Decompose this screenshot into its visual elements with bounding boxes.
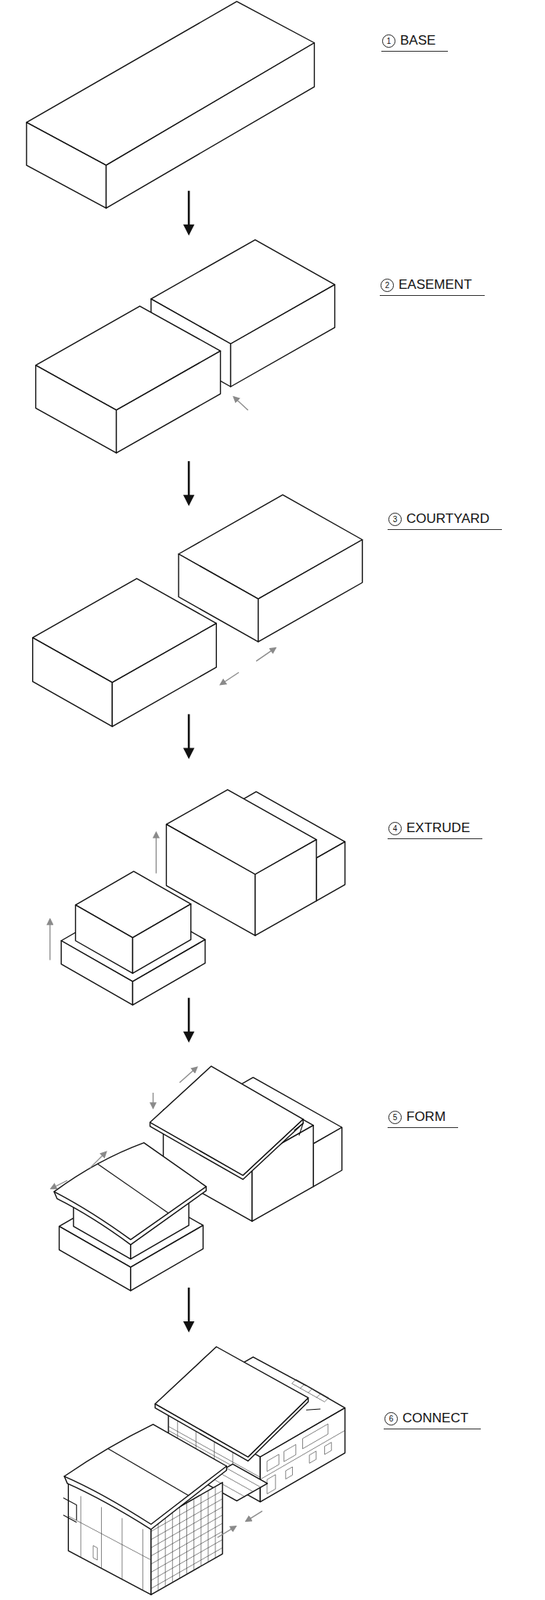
callout-number: 6 <box>384 1412 398 1426</box>
step-title: EASEMENT <box>398 276 473 294</box>
step-heading: 6 CONNECT <box>383 1410 481 1430</box>
callout-number: 2 <box>380 278 394 293</box>
step-title: BASE <box>400 32 436 50</box>
step-heading: 2 EASEMENT <box>379 276 485 296</box>
step-title: CONNECT <box>402 1410 469 1428</box>
callout-number: 5 <box>388 1111 402 1125</box>
step-title: EXTRUDE <box>406 819 470 838</box>
step-heading: 3 COURTYARD <box>387 510 502 531</box>
step-heading: 4 EXTRUDE <box>387 819 483 840</box>
step-heading: 5 FORM <box>387 1108 459 1129</box>
callout-number: 3 <box>388 512 402 527</box>
step-title: COURTYARD <box>406 510 490 528</box>
step-title: FORM <box>406 1108 446 1127</box>
step-heading: 1 BASE <box>381 32 448 52</box>
callout-number: 4 <box>388 822 402 836</box>
callout-number: 1 <box>382 34 396 48</box>
